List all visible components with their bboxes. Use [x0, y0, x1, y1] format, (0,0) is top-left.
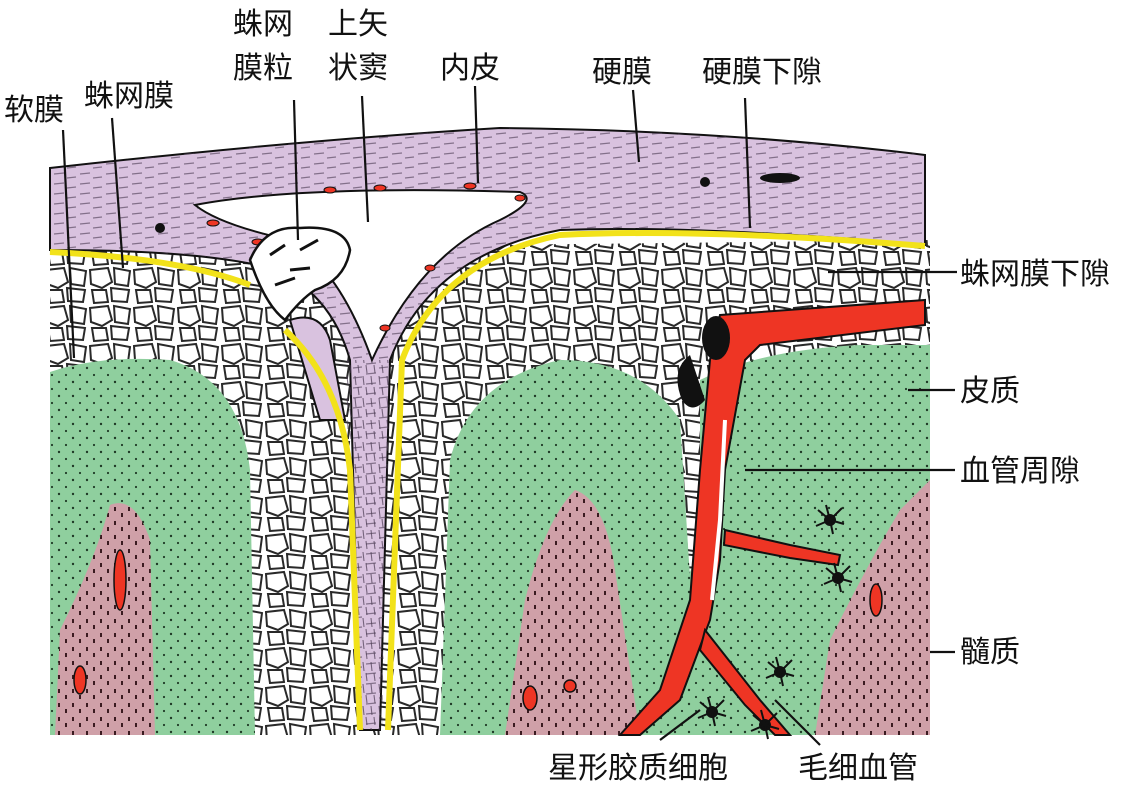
label-capillary: 毛细血管	[798, 751, 918, 786]
label-arachnoid: 蛛网膜	[84, 79, 174, 114]
arachnoid-membrane-lines	[49, 230, 926, 731]
label-superior-sagittal-sinus-1: 上矢	[328, 7, 388, 42]
medulla-region	[55, 480, 930, 735]
label-cortex: 皮质	[960, 374, 1020, 409]
label-arachnoid-granulation-2: 膜粒	[233, 51, 293, 86]
leader-lines	[61, 85, 957, 746]
cortex-region	[50, 345, 930, 735]
label-pia-mater: 软膜	[4, 93, 64, 128]
label-superior-sagittal-sinus-2: 状窦	[328, 51, 388, 86]
label-subarachnoid-space: 蛛网膜下隙	[960, 257, 1110, 292]
label-medulla: 髓质	[960, 635, 1020, 670]
label-subdural-space: 硬膜下隙	[702, 55, 822, 90]
label-arachnoid-granulation-1: 蛛网	[233, 7, 293, 42]
blood-vessel	[617, 298, 926, 736]
label-dura-mater: 硬膜	[592, 55, 652, 90]
label-endothelium: 内皮	[440, 51, 500, 86]
labels: 软膜 蛛网膜 蛛网 膜粒 上矢 状窦 内皮 硬膜 硬膜下隙 蛛网膜下隙 皮质 血…	[4, 7, 1110, 786]
label-perivascular-space: 血管周隙	[960, 454, 1080, 489]
label-astrocyte: 星形胶质细胞	[548, 751, 728, 786]
astrocyte-cells	[697, 504, 853, 740]
